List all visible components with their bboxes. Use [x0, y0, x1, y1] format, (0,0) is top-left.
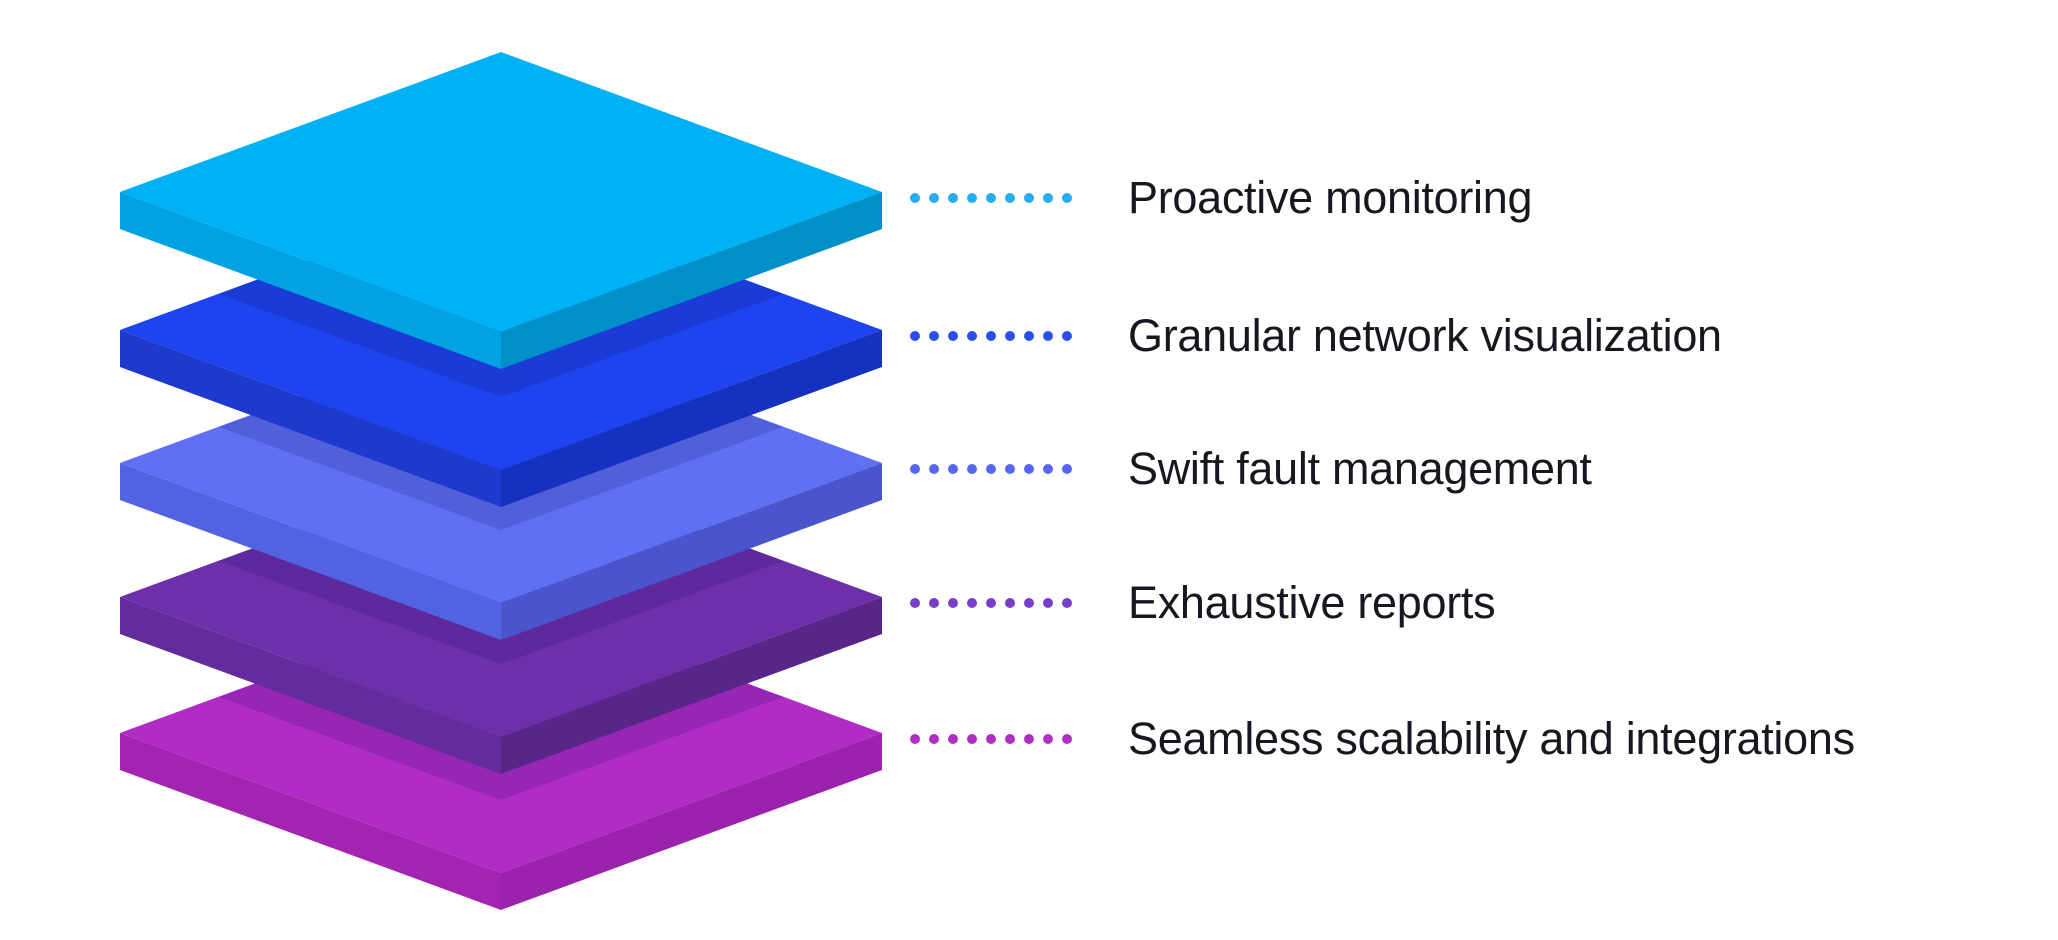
leader-dot [967, 193, 977, 203]
leader-dot [910, 193, 920, 203]
layer-5-right-face [501, 733, 882, 910]
leader-dot [986, 464, 996, 474]
dotted-leader [910, 331, 1072, 341]
dotted-leader [910, 193, 1072, 203]
leader-dot [1043, 331, 1053, 341]
leader-dot [1062, 598, 1072, 608]
leader-dot [1024, 193, 1034, 203]
feature-label: Proactive monitoring [1128, 172, 1533, 223]
leader-dot [929, 193, 939, 203]
feature-label: Seamless scalability and integrations [1128, 713, 1855, 764]
leader-dot [910, 598, 920, 608]
layer-4-left-face [120, 597, 501, 774]
leader-dot [1043, 598, 1053, 608]
leader-dot [1005, 734, 1015, 744]
legend-row: Exhaustive reports [0, 573, 2058, 633]
leader-dot [1024, 598, 1034, 608]
layer-2-left-face [120, 330, 501, 507]
leader-dot [948, 598, 958, 608]
legend-row: Seamless scalability and integrations [0, 709, 2058, 769]
layer-3-left-face [120, 463, 501, 640]
leader-dot [967, 598, 977, 608]
leader-dot [1062, 331, 1072, 341]
layer-3-right-face [501, 463, 882, 640]
leader-dot [1005, 464, 1015, 474]
leader-dot [1043, 734, 1053, 744]
leader-dot [929, 464, 939, 474]
layer-4-right-face [501, 597, 882, 774]
layer-1-left-face [120, 192, 501, 369]
leader-dot [1043, 464, 1053, 474]
leader-dot [967, 734, 977, 744]
leader-dot [948, 464, 958, 474]
leader-dot [1005, 331, 1015, 341]
leader-dot [910, 734, 920, 744]
leader-dot [948, 331, 958, 341]
leader-dot [1062, 464, 1072, 474]
leader-dot [948, 193, 958, 203]
feature-label: Swift fault management [1128, 443, 1592, 494]
legend-row: Swift fault management [0, 439, 2058, 499]
leader-dot [910, 464, 920, 474]
leader-dot [1043, 193, 1053, 203]
leader-dot [1024, 734, 1034, 744]
leader-dot [1005, 598, 1015, 608]
layer-5-left-face [120, 733, 501, 910]
leader-dot [1024, 464, 1034, 474]
legend-row: Granular network visualization [0, 306, 2058, 366]
feature-label: Exhaustive reports [1128, 577, 1496, 628]
leader-dot [1005, 193, 1015, 203]
dotted-leader [910, 464, 1072, 474]
leader-dot [986, 598, 996, 608]
feature-label: Granular network visualization [1128, 310, 1722, 361]
leader-dot [986, 734, 996, 744]
dotted-leader [910, 734, 1072, 744]
legend-row: Proactive monitoring [0, 168, 2058, 228]
layer-2-right-face [501, 330, 882, 507]
layer-1-right-face [501, 192, 882, 369]
leader-dot [948, 734, 958, 744]
leader-dot [1062, 734, 1072, 744]
dotted-leader [910, 598, 1072, 608]
leader-dot [929, 598, 939, 608]
leader-dot [929, 734, 939, 744]
leader-dot [967, 331, 977, 341]
leader-dot [929, 331, 939, 341]
leader-dot [1024, 331, 1034, 341]
leader-dot [910, 331, 920, 341]
leader-dot [986, 193, 996, 203]
leader-dot [1062, 193, 1072, 203]
leader-dot [986, 331, 996, 341]
leader-dot [967, 464, 977, 474]
